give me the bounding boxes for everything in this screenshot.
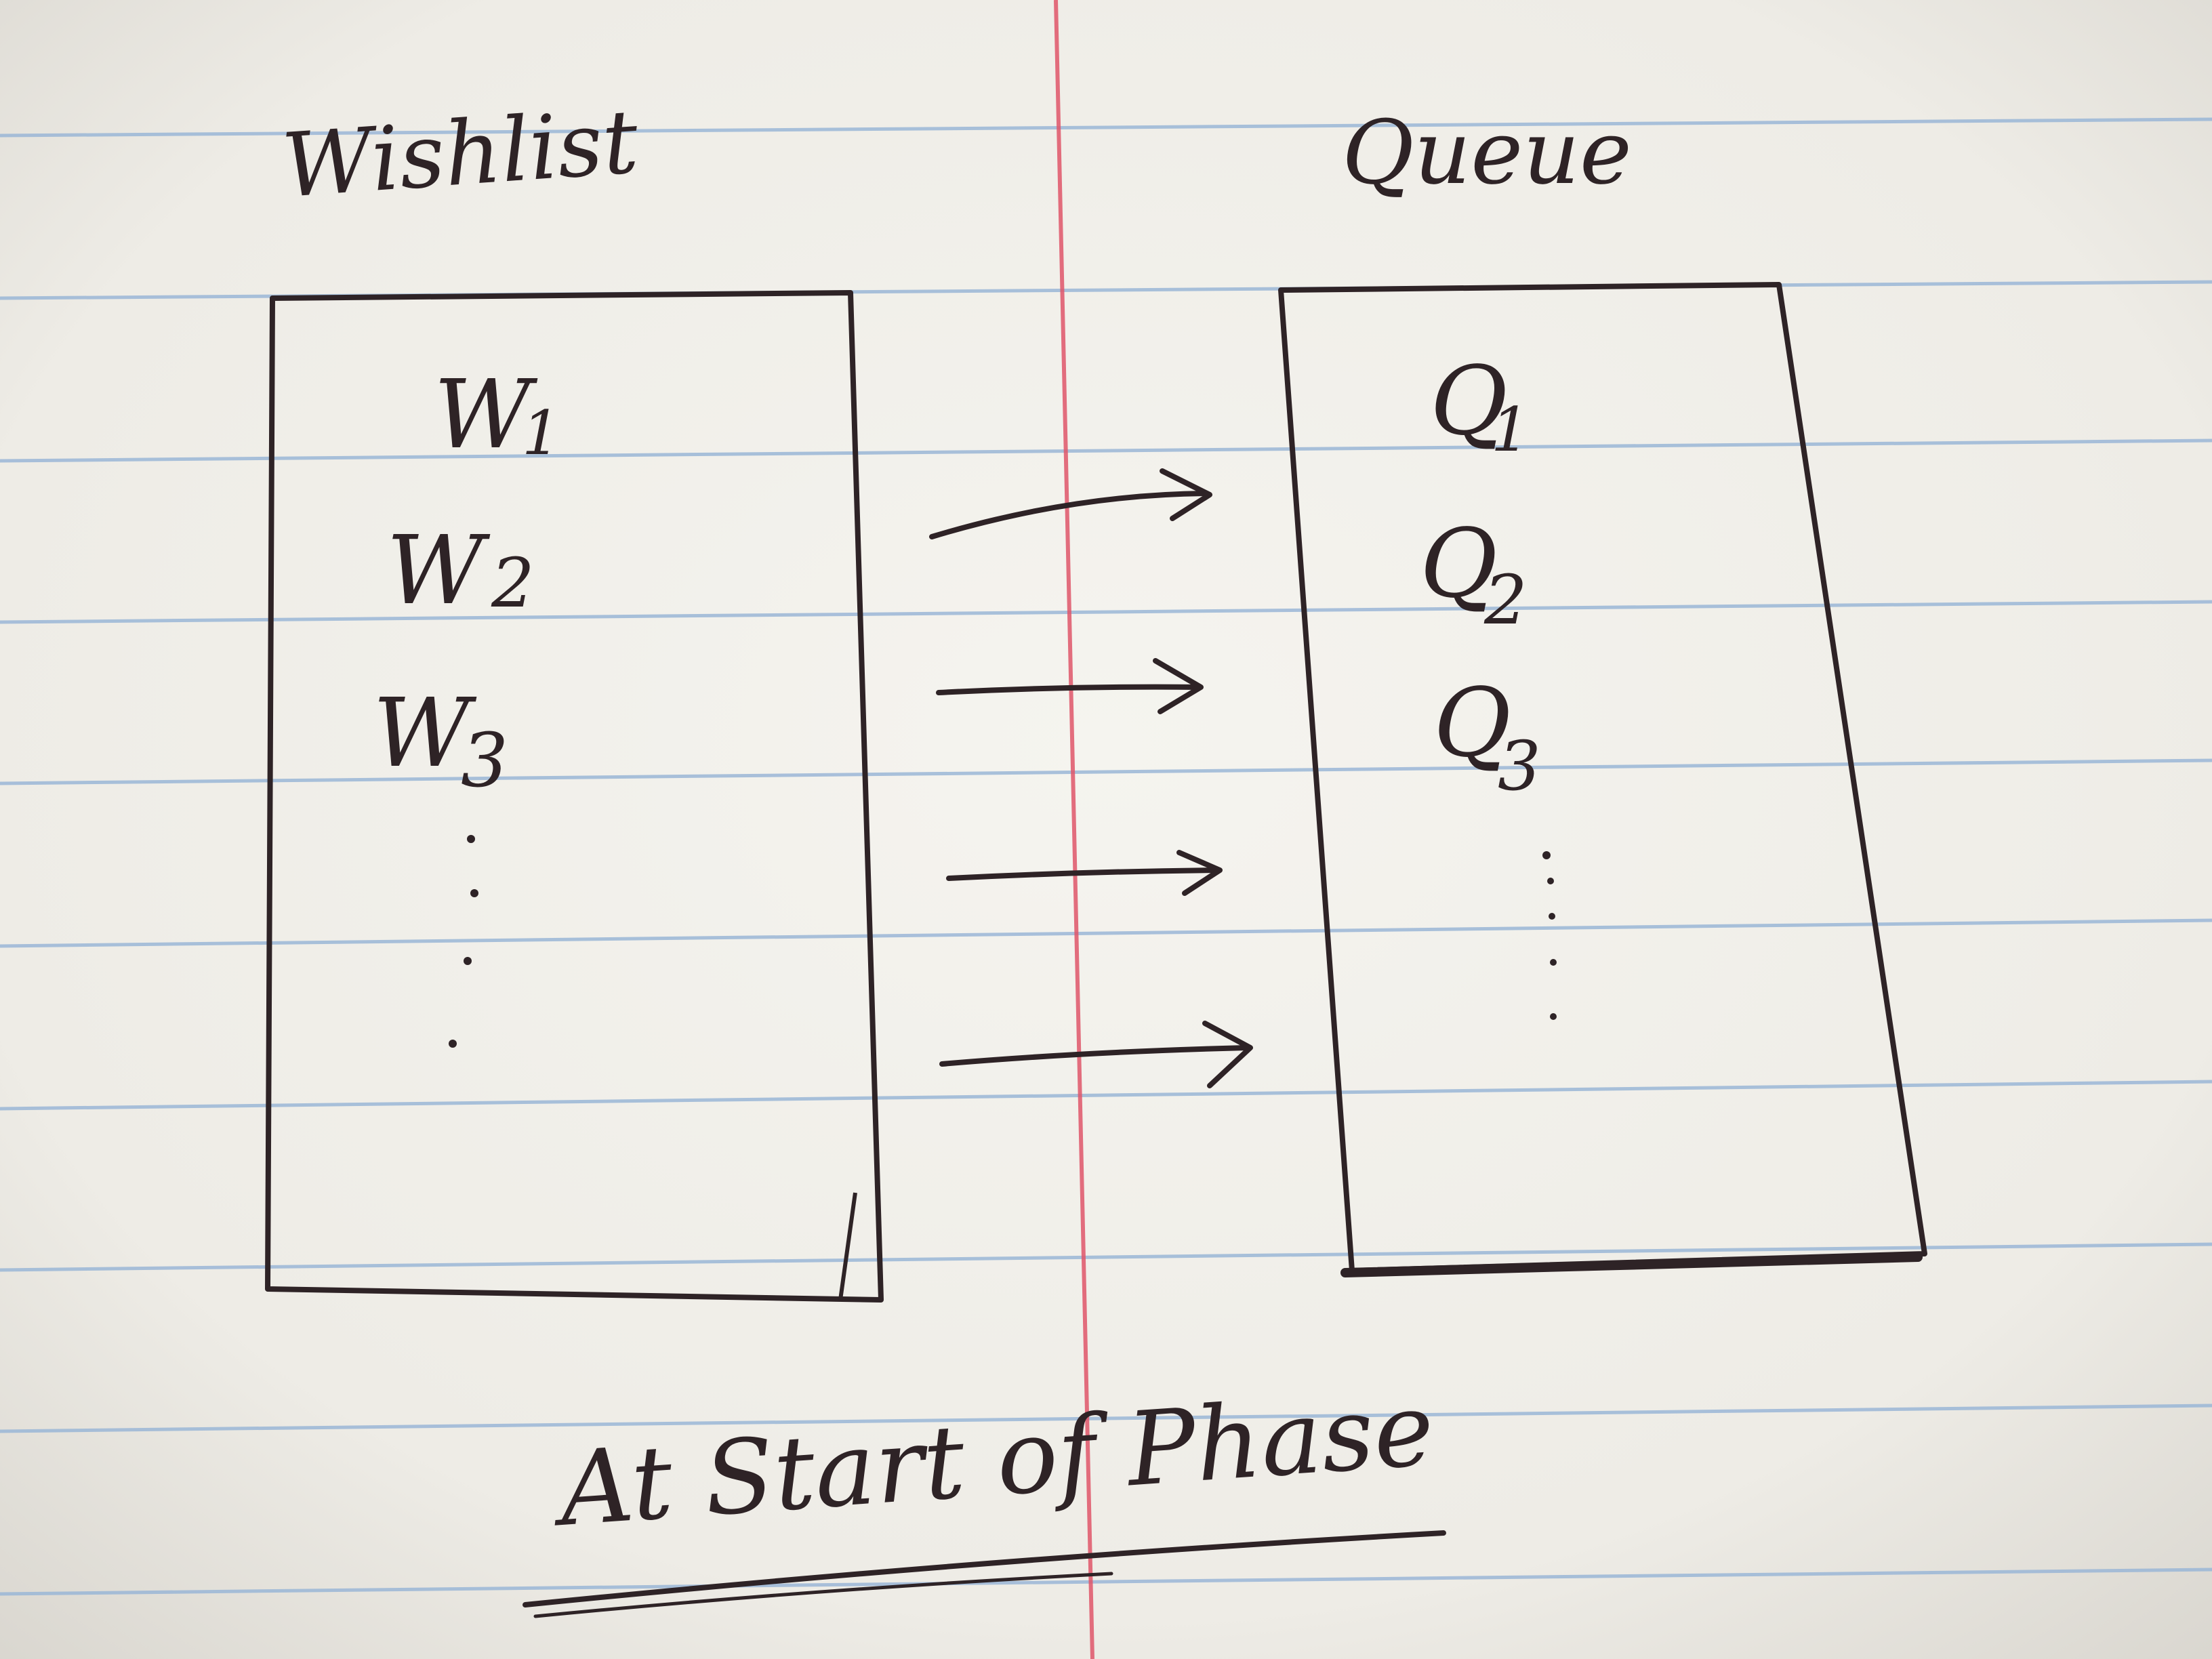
wishlist-item-letter: W	[373, 678, 477, 789]
arrow-shaft	[929, 491, 1209, 539]
queue-item: Q 2	[1420, 509, 1528, 640]
arrow-head	[1202, 1021, 1253, 1088]
wishlist-item-subscript: 3	[461, 717, 508, 804]
arrow-shaft	[946, 867, 1221, 881]
queue-box	[1278, 282, 1927, 1273]
queue-ellipsis-dot	[1542, 851, 1551, 859]
queue-item: Q 1	[1430, 346, 1530, 466]
wishlist-item-letter: W	[386, 516, 491, 626]
arrow	[936, 658, 1204, 714]
queue-ellipsis-dot	[1550, 1013, 1557, 1020]
wishlist-title: Wishlist	[279, 90, 642, 218]
wishlist-ellipsis-dot	[467, 835, 475, 843]
wishlist-ellipsis-dot	[449, 1040, 457, 1048]
wishlist-item-subscript: 1	[522, 398, 560, 469]
wishlist-ellipsis-dot	[470, 889, 478, 897]
arrow-shaft	[936, 684, 1201, 695]
wishlist-item: W 2	[386, 516, 535, 626]
margin-line	[1054, 0, 1094, 1659]
wishlist-item-letter: W	[434, 360, 538, 470]
arrow	[939, 1021, 1253, 1088]
transfer-arrows	[929, 468, 1253, 1088]
queue-box-bottom-thick	[1340, 1252, 1923, 1277]
queue-item-subscript: 2	[1483, 560, 1528, 640]
wishlist-ellipsis-dot	[464, 957, 472, 965]
queue-item-letter: Q	[1433, 668, 1511, 779]
arrow	[929, 468, 1212, 539]
queue-item: Q 3	[1433, 668, 1541, 806]
queue-ellipsis-dot	[1547, 878, 1554, 884]
arrow-head	[1153, 658, 1204, 714]
queue-ellipsis	[1542, 851, 1557, 1020]
arrow	[946, 850, 1223, 896]
wishlist-item: W 3	[373, 678, 508, 804]
queue-title: Queue	[1342, 101, 1632, 204]
wishlist-box	[265, 290, 884, 1303]
wishlist-item: W 1	[434, 360, 560, 470]
queue-item-subscript: 1	[1491, 394, 1530, 466]
arrow-head	[1160, 468, 1212, 521]
arrow-head	[1176, 850, 1223, 896]
arrow-shaft	[939, 1045, 1250, 1067]
caption-underline-2	[533, 1572, 1113, 1618]
wishlist-ellipsis	[449, 835, 478, 1048]
caption-underline	[523, 1530, 1446, 1607]
queue-ellipsis-dot	[1550, 959, 1557, 966]
queue-item-letter: Q	[1430, 346, 1508, 457]
queue-item-subscript: 3	[1498, 726, 1541, 806]
queue-ellipsis-dot	[1549, 913, 1555, 920]
wishlist-box-corner-stroke	[838, 1192, 857, 1300]
queue-item-letter: Q	[1420, 509, 1498, 619]
wishlist-item-subscript: 2	[491, 544, 535, 623]
